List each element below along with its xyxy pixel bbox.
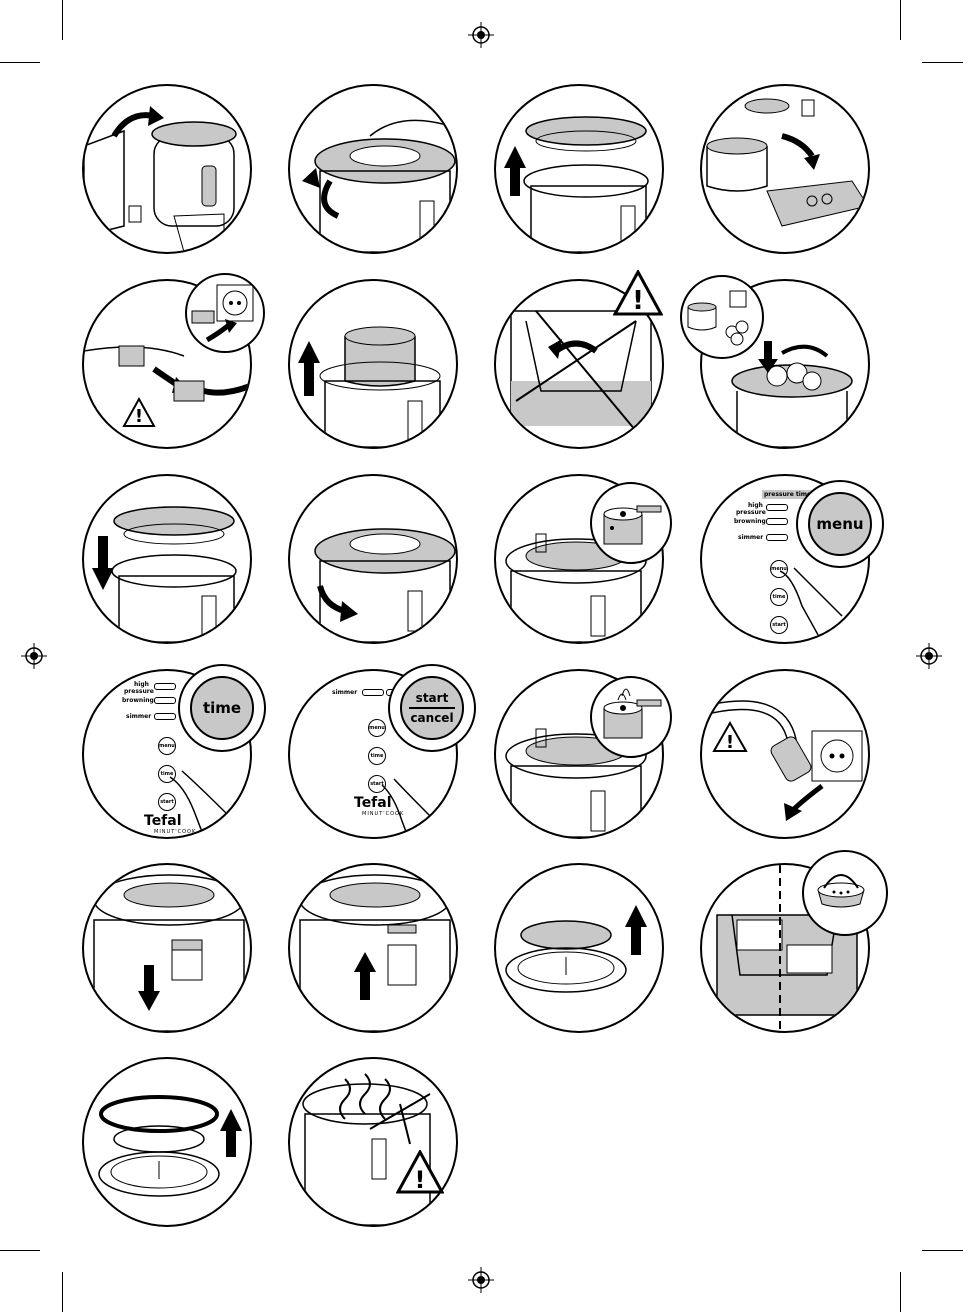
lower-lid-illustration (84, 476, 250, 642)
step-remove-accessories (700, 84, 870, 254)
menu-panel-button[interactable]: menu (770, 560, 788, 578)
food-basket-icon (682, 277, 756, 351)
brand-logo: Tefal (144, 813, 182, 829)
cancel-label: cancel (410, 711, 453, 725)
hot-steam-illustration (290, 1059, 456, 1225)
step-remove-condensation-tray (82, 863, 252, 1033)
brand-logo: Tefal (354, 795, 392, 811)
svg-text:!: ! (726, 732, 734, 753)
step-remove-gasket (82, 1057, 252, 1227)
warning-triangle-icon: ! (613, 270, 663, 316)
product-name: MINUT'COOK (362, 811, 404, 817)
simmer-label: simmer (126, 713, 151, 720)
step-hot-steam-warning (288, 1057, 458, 1227)
step-lift-lid (494, 84, 664, 254)
steam-basket-icon (804, 852, 878, 926)
crop-mark (900, 0, 901, 40)
accessories-illustration (702, 86, 868, 252)
time-panel-button[interactable]: time (368, 747, 386, 765)
crop-mark (0, 62, 40, 63)
remove-tray-illustration (84, 865, 250, 1031)
unplug-illustration: ! (702, 671, 868, 837)
pressure-label: pressure (124, 688, 154, 695)
indicator-slot (154, 713, 176, 720)
zoom-menu-button: menu (796, 480, 884, 568)
close-lid-illustration (290, 476, 456, 642)
start-panel-button[interactable]: start (368, 775, 386, 793)
step-close-lid (288, 474, 458, 644)
product-name: MINUT'COOK (154, 829, 196, 835)
indicator-slot (766, 518, 788, 525)
registration-mark-icon (468, 22, 494, 48)
indicator-slot (154, 697, 176, 704)
registration-mark-icon (21, 643, 47, 669)
high-label: high (134, 681, 149, 688)
registration-mark-icon (916, 643, 942, 669)
zoom-wall-socket (185, 273, 265, 353)
start-label: start (416, 691, 449, 705)
high-label: high (748, 502, 763, 509)
zoom-time-button: time (178, 664, 266, 752)
step-turn-lid-open (288, 84, 458, 254)
zoom-food-in-basket (680, 275, 764, 359)
crop-mark (922, 1250, 963, 1251)
registration-mark-icon (468, 1267, 494, 1293)
time-button[interactable]: time (190, 676, 254, 740)
time-panel-button[interactable]: time (770, 588, 788, 606)
turn-lid-illustration (290, 86, 456, 252)
cooker-unpack-illustration (84, 86, 250, 252)
zoom-valve-open (590, 676, 672, 758)
step-lift-bowl (288, 279, 458, 449)
start-panel-button[interactable]: start (158, 793, 176, 811)
svg-text:!: ! (415, 1166, 426, 1194)
crop-mark (0, 1250, 40, 1251)
lift-lid-illustration (496, 86, 662, 252)
warning-triangle-icon: ! (396, 1150, 444, 1194)
browning-label: browning (734, 518, 766, 525)
crop-mark (62, 1272, 63, 1312)
valve-open-icon (592, 678, 666, 752)
replace-tray-illustration (290, 865, 456, 1031)
svg-text:!: ! (632, 286, 644, 316)
step-replace-condensation-tray (288, 863, 458, 1033)
browning-label: browning (122, 697, 154, 704)
indicator-slot (362, 689, 384, 696)
simmer-label: simmer (738, 534, 763, 541)
step-unplug: ! (700, 669, 870, 839)
indicator-slot (154, 683, 176, 690)
zoom-steam-basket (802, 850, 888, 936)
step-detach-inner-lid (494, 863, 664, 1033)
zoom-start-cancel-button: start cancel (388, 664, 476, 752)
time-panel-button[interactable]: time (158, 765, 176, 783)
start-cancel-button[interactable]: start cancel (400, 676, 464, 740)
detach-inner-lid-illustration (496, 865, 662, 1031)
menu-button[interactable]: menu (808, 492, 872, 556)
step-lower-lid (82, 474, 252, 644)
indicator-slot (766, 504, 788, 511)
start-panel-button[interactable]: start (770, 616, 788, 634)
remove-gasket-illustration (84, 1059, 250, 1225)
crop-mark (900, 1272, 901, 1312)
svg-text:!: ! (135, 406, 143, 427)
wall-socket-icon (187, 275, 261, 349)
step-unpack-cooker (82, 84, 252, 254)
simmer-label: simmer (332, 689, 357, 696)
valve-closed-icon (592, 484, 666, 558)
lift-bowl-illustration (290, 281, 456, 447)
crop-mark (922, 62, 963, 63)
time-button-label: time (203, 699, 241, 717)
menu-panel-button[interactable]: menu (158, 737, 176, 755)
divider (409, 707, 455, 709)
zoom-valve-closed (590, 482, 672, 564)
menu-button-label: menu (816, 515, 863, 533)
pressure-label: pressure (736, 509, 766, 516)
crop-mark (62, 0, 63, 40)
menu-panel-button[interactable]: menu (368, 719, 386, 737)
indicator-slot (766, 534, 788, 541)
